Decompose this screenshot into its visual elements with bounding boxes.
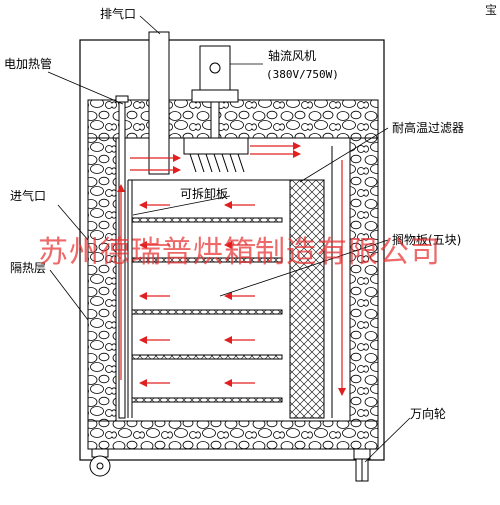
insulation-top — [87, 99, 379, 139]
corner-text: 宝 — [485, 3, 497, 17]
high-temp-filter — [289, 179, 325, 419]
leader-lines — [47, 15, 411, 463]
label-fan-spec: (380V/750W) — [266, 68, 339, 81]
axial-fan-motor — [183, 45, 249, 155]
label-high-temp-filter: 耐高温过滤器 — [392, 120, 464, 135]
insulation-left — [87, 137, 117, 422]
label-air-inlet: 进气口 — [10, 188, 46, 203]
caster-left — [89, 448, 111, 477]
exhaust-chimney — [148, 31, 170, 175]
label-removable-panel: 可拆卸板 — [180, 186, 228, 201]
insulation-bottom — [87, 420, 379, 450]
fan-blades — [189, 153, 245, 173]
label-electric-heater-tube: 电加热管 — [4, 56, 52, 71]
label-insulation-layer: 隔热层 — [10, 261, 46, 275]
caster-right — [353, 448, 371, 482]
label-axial-fan: 轴流风机 — [268, 48, 316, 63]
watermark: 苏州德瑞普烘箱制造有限公司 — [38, 235, 441, 270]
label-exhaust-port: 排气口 — [100, 6, 136, 21]
airflow-arrows — [117, 142, 346, 396]
heater-tube-cap — [115, 95, 129, 103]
shelves — [131, 217, 283, 403]
label-caster: 万向轮 — [410, 406, 446, 421]
label-shelf-plates: 搁物板(五块) — [392, 232, 461, 247]
insulation-right — [349, 137, 379, 422]
